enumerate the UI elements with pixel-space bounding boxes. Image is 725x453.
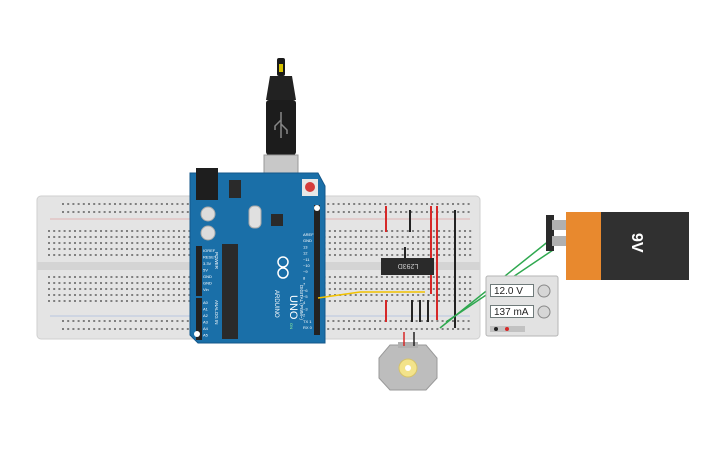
pin-label: GND <box>303 238 312 243</box>
arduino-logo-icon <box>277 256 289 279</box>
pin-label: Vin <box>203 287 209 292</box>
pin-label: A5 <box>203 333 209 338</box>
pin-label: IOREF <box>203 248 216 253</box>
dc-motor[interactable] <box>378 332 438 391</box>
pin-label: GND <box>203 274 212 279</box>
pin-label: 2 <box>303 313 306 318</box>
wire-yellow[interactable] <box>317 291 425 299</box>
pin-label: AREF <box>303 232 314 237</box>
pin-label: ~3 <box>303 306 308 311</box>
chip-label: L293D <box>398 262 419 269</box>
pin-label: A0 <box>203 300 209 305</box>
pin-label: RX 0 <box>303 325 313 330</box>
power-title: POWER <box>214 252 219 270</box>
pin-label: A4 <box>203 326 209 331</box>
pin-label: ~6 <box>303 288 308 293</box>
pin-label: ~9 <box>303 269 308 274</box>
pin-label: A3 <box>203 320 209 325</box>
psu-voltage-readout: 12.0 V <box>490 284 534 297</box>
arduino-brand: ARDUINO <box>273 290 279 318</box>
current-knob[interactable] <box>537 305 551 319</box>
reset-button[interactable] <box>305 182 315 192</box>
breadboard-jumpers[interactable] <box>385 206 456 328</box>
battery-label: 9V <box>628 233 645 253</box>
usb-icon <box>274 112 288 138</box>
pin-label: 3.3V <box>203 261 212 266</box>
voltage-knob[interactable] <box>537 284 551 298</box>
pin-label: 7 <box>303 282 306 287</box>
pin-label: A1 <box>203 307 209 312</box>
pin-label: 8 <box>303 275 306 280</box>
psu-current-readout: 137 mA <box>490 305 534 318</box>
pin-label: ~5 <box>303 294 308 299</box>
analog-title: ANALOG IN <box>214 300 219 325</box>
pin-label: A2 <box>203 313 209 318</box>
pin-label: ~11 <box>303 257 310 262</box>
pin-label: 13 <box>303 244 308 249</box>
pin-label: TX 1 <box>303 319 312 324</box>
arduino-model: UNO <box>287 295 299 320</box>
l293d-chip[interactable]: L293D <box>381 258 434 275</box>
battery-9v[interactable]: 9V <box>546 212 689 280</box>
arduino-uno-board[interactable]: ARDUINO UNO DIGITAL (PWM~) POWER ANALOG … <box>189 168 326 344</box>
digital-label: DIGITAL (PWM~) <box>299 285 304 320</box>
pin-label: 4 <box>303 300 306 305</box>
pin-label: 5V <box>203 268 208 273</box>
on-label: ON <box>289 323 294 329</box>
pin-label: 12 <box>303 251 308 256</box>
pin-label: ~10 <box>303 263 311 268</box>
pin-label: RESET <box>203 255 217 260</box>
pin-label: GND <box>203 281 212 286</box>
